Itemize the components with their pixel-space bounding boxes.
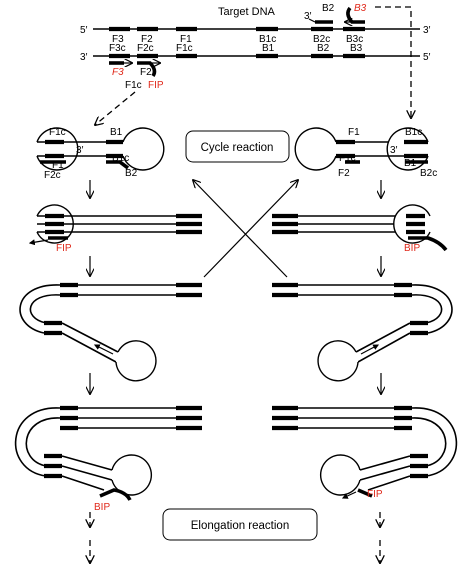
left-dumbbell: F1c B1 3′ F1 F2c B1c B2 <box>36 127 165 181</box>
left-db-b1: B1 <box>110 127 123 138</box>
cycle-reaction-box: Cycle reaction <box>185 130 290 163</box>
right-row4-structure: FIP <box>272 405 458 500</box>
bottom-strand-5prime: 5′ <box>423 52 431 63</box>
left-db-f1c: F1c <box>49 127 66 138</box>
diagram-title: Target DNA <box>218 6 276 18</box>
cross-arrow-to-right <box>203 180 298 278</box>
region-F3c: F3c <box>109 43 126 54</box>
elongation-reaction-box: Elongation reaction <box>162 508 318 541</box>
top-strand-3prime: 3′ <box>423 25 431 36</box>
primer-label-b2: B2 <box>322 3 335 14</box>
region-B2: B2 <box>317 43 330 54</box>
right-db-b1: B1 <box>404 158 417 169</box>
left-row4-structure: BIP <box>14 405 202 513</box>
left-db-b2: B2 <box>125 168 138 179</box>
cycle-reaction-label: Cycle reaction <box>201 142 274 154</box>
region-F3: F3 <box>112 34 124 45</box>
region-F1: F1 <box>180 34 192 45</box>
right-db-f1: F1 <box>348 127 360 138</box>
left-row4-bip-label: BIP <box>94 502 110 513</box>
right-dumbbell: F1 B1c 3′ F1c F2 B1 B2c <box>294 127 437 179</box>
connector-left-dashed <box>95 91 136 125</box>
top-strand-5prime: 5′ <box>80 25 88 36</box>
right-row3-structure <box>272 282 453 382</box>
right-db-3prime: 3′ <box>390 145 398 156</box>
region-B2c: B2c <box>313 34 330 45</box>
left-db-f1: F1 <box>52 160 64 171</box>
primer-label-f2: F2 <box>140 67 152 78</box>
left-db-b1c: B1c <box>112 153 129 164</box>
primer-label-b3: B3 <box>354 3 367 14</box>
right-db-b2c: B2c <box>420 168 437 179</box>
primer-label-fip-top: FIP <box>148 80 164 91</box>
primer-label-f3: F3 <box>112 67 124 78</box>
left-db-3prime: 3′ <box>76 145 84 156</box>
region-B3c: B3c <box>346 34 363 45</box>
cross-arrow-to-left <box>193 180 288 278</box>
target-bottom-strand: 3′ 5′ F3c F2c F1c B1 B2 B3 <box>80 43 431 63</box>
left-stemloop-fip: FIP <box>28 204 202 254</box>
left-stemloop-fip-label: FIP <box>56 243 72 254</box>
primer-f3-f2: F3 F2 F1c FIP <box>109 63 164 91</box>
bottom-strand-3prime: 3′ <box>80 52 88 63</box>
right-db-f2: F2 <box>338 168 350 179</box>
region-F2c: F2c <box>137 43 154 54</box>
elongation-reaction-label: Elongation reaction <box>191 520 289 532</box>
connector-right-dashed <box>375 6 411 118</box>
left-row3-structure <box>19 282 202 382</box>
region-B1c: B1c <box>259 34 276 45</box>
primer-label-f1c: F1c <box>125 80 142 91</box>
region-F2: F2 <box>141 34 153 45</box>
b3-3prime: 3′ <box>304 11 312 22</box>
right-db-f1c: F1c <box>339 153 356 164</box>
region-B1: B1 <box>262 43 275 54</box>
target-top-strand: 5′ 3′ F3 F2 F1 B1c B2c B3c <box>80 25 431 45</box>
region-B3: B3 <box>350 43 363 54</box>
right-db-b1c: B1c <box>405 127 422 138</box>
right-stemloop-bip: BIP <box>272 204 448 254</box>
region-F1c: F1c <box>176 43 193 54</box>
right-stemloop-bip-label: BIP <box>404 243 420 254</box>
right-row4-fip-label: FIP <box>367 489 383 500</box>
primer-b3-b2: B2 B3 3′ <box>304 3 367 22</box>
left-db-f2c: F2c <box>44 170 61 181</box>
